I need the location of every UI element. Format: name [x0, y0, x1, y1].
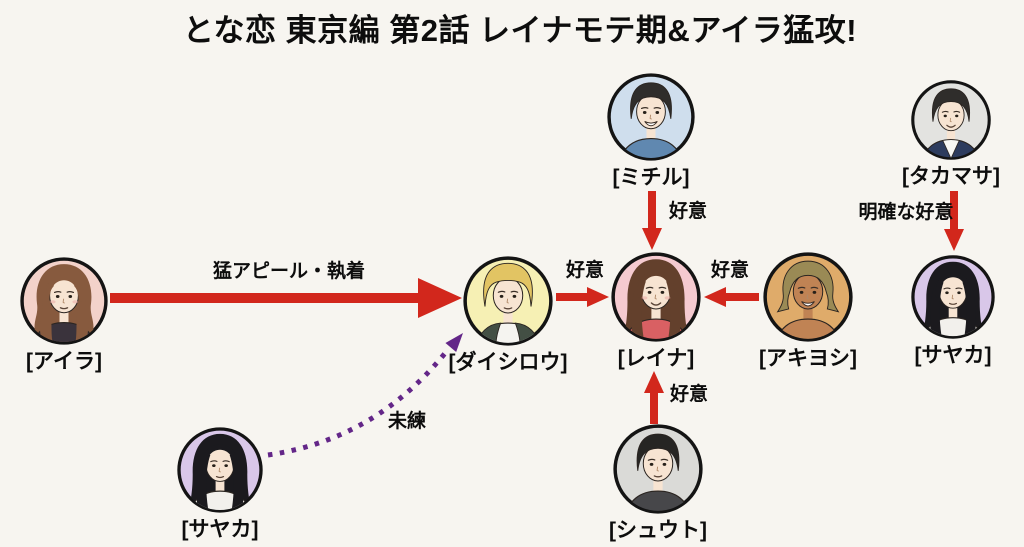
avatar-circle	[911, 80, 991, 160]
avatar-circle	[463, 256, 553, 346]
arrowhead-akiyoshi-to-reina	[704, 287, 726, 307]
arrowhead-aira-to-daishirou	[418, 278, 462, 318]
person-label-reina: [レイナ]	[617, 347, 695, 370]
person-shuuto: [シュウト]	[609, 423, 707, 542]
person-label-sayaka-left: [サヤカ]	[181, 518, 259, 541]
avatar-circle	[607, 73, 695, 161]
edge-label-aira-to-daishirou: 猛アピール・執着	[212, 261, 366, 282]
avatar-circle	[911, 255, 995, 339]
avatar-takamasa	[911, 80, 991, 160]
arrowhead-daishirou-to-reina	[587, 287, 609, 307]
edge-label-daishirou-to-reina: 好意	[565, 260, 605, 281]
person-label-michiru: [ミチル]	[612, 166, 690, 189]
edge-label-takamasa-to-sayaka: 明確な好意	[858, 202, 954, 223]
avatar-akiyoshi	[763, 252, 853, 342]
edge-sayaka-to-daishirou	[267, 350, 448, 458]
person-aira: [アイラ]	[19, 256, 109, 373]
person-takamasa: [タカマサ]	[902, 79, 1000, 188]
person-label-sayaka-right: [サヤカ]	[914, 344, 992, 367]
edge-label-michiru-to-reina: 好意	[668, 201, 708, 222]
person-sayaka-left: [サヤカ]	[176, 426, 264, 541]
person-sayaka-right: [サヤカ]	[910, 254, 996, 367]
avatar-circle	[611, 252, 701, 342]
person-label-akiyoshi: [アキヨシ]	[759, 347, 857, 370]
arrowhead-takamasa-to-sayaka	[944, 229, 964, 251]
avatar-circle	[177, 427, 263, 513]
avatar-circle	[20, 257, 108, 345]
person-label-daishirou: [ダイシロウ]	[448, 351, 568, 374]
avatar-sayaka-right	[911, 255, 995, 339]
avatar-shuuto	[613, 424, 703, 514]
avatar-reina	[611, 252, 701, 342]
person-daishirou: [ダイシロウ]	[449, 255, 568, 374]
avatar-aira	[20, 257, 108, 345]
person-michiru: [ミチル]	[606, 72, 696, 189]
avatar-daishirou	[463, 256, 553, 346]
person-label-takamasa: [タカマサ]	[902, 165, 1000, 188]
avatar-circle	[763, 252, 853, 342]
edge-label-sayaka-to-daishirou: 未練	[387, 411, 427, 432]
diagram-title: とな恋 東京編 第2話 レイナモテ期&アイラ猛攻!	[182, 13, 858, 48]
person-label-shuuto: [シュウト]	[609, 519, 707, 542]
edge-label-shuuto-to-reina: 好意	[669, 384, 709, 405]
person-akiyoshi: [アキヨシ]	[759, 251, 857, 370]
avatar-sayaka-left	[177, 427, 263, 513]
avatar-circle	[613, 424, 703, 514]
person-reina: [レイナ]	[610, 251, 702, 370]
arrowhead-shuuto-to-reina	[644, 371, 664, 393]
edge-label-akiyoshi-to-reina: 好意	[710, 260, 750, 281]
person-label-aira: [アイラ]	[26, 350, 102, 373]
avatar-michiru	[607, 73, 695, 161]
arrowhead-michiru-to-reina	[642, 228, 662, 250]
arrowhead-sayaka-to-daishirou	[445, 333, 463, 353]
